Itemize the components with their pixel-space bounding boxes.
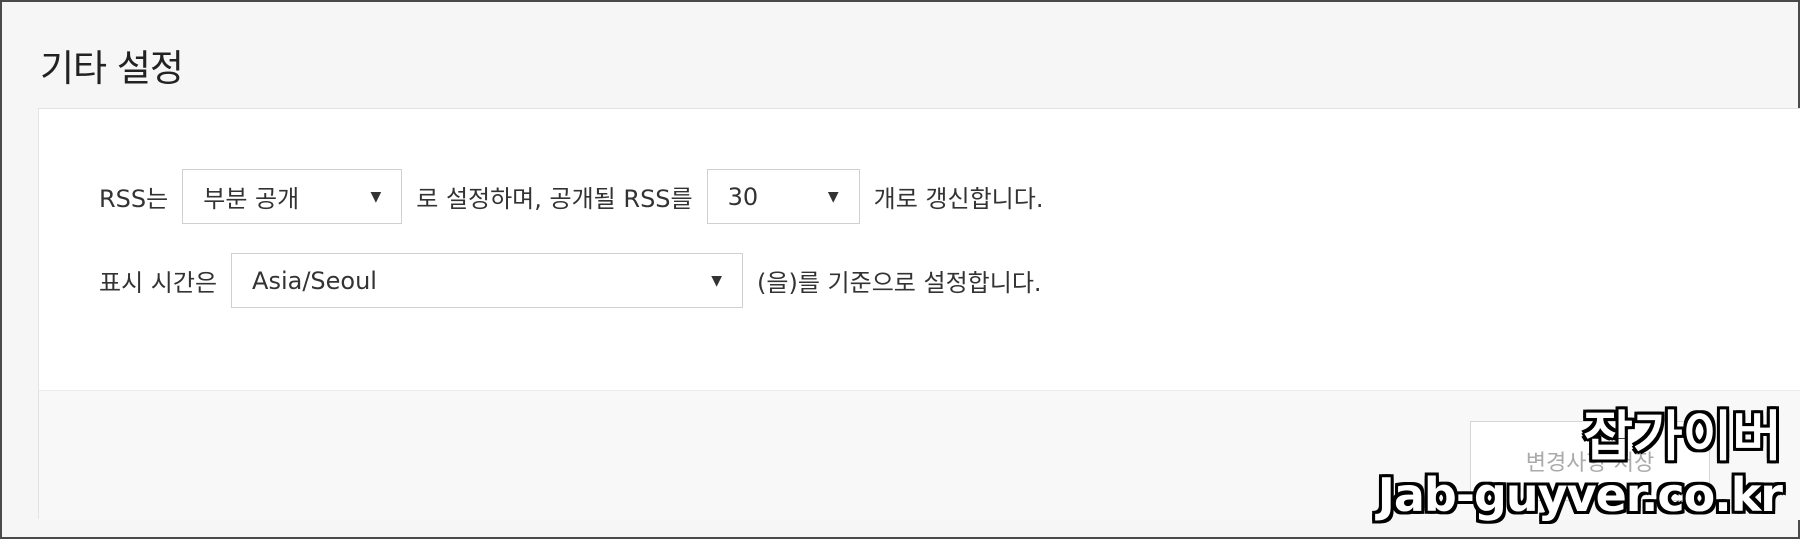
watermark-url: Jab-guyver.co.kr <box>1377 468 1783 522</box>
caret-down-icon: ▼ <box>370 188 382 205</box>
caret-down-icon: ▼ <box>711 272 723 289</box>
rss-visibility-select[interactable]: 부분 공개 ▼ <box>182 169 403 224</box>
rss-count-value: 30 <box>727 182 759 211</box>
rss-suffix-label: 개로 갱신합니다. <box>873 185 1044 213</box>
timezone-prefix-label: 표시 시간은 <box>99 269 218 297</box>
rss-count-select[interactable]: 30 ▼ <box>706 169 860 224</box>
timezone-suffix-label: (을)를 기준으로 설정합니다. <box>757 269 1042 297</box>
rss-setting-row: RSS는 부분 공개 ▼ 로 설정하며, 공개될 RSS를 30 ▼ 개로 갱신… <box>99 169 1043 224</box>
timezone-value: Asia/Seoul <box>252 266 377 295</box>
rss-prefix-label: RSS는 <box>99 185 169 213</box>
rss-visibility-value: 부분 공개 <box>203 185 300 213</box>
settings-panel: RSS는 부분 공개 ▼ 로 설정하며, 공개될 RSS를 30 ▼ 개로 갱신… <box>38 108 1800 520</box>
panel-footer: 변경사항 저장 <box>39 390 1800 520</box>
caret-down-icon: ▼ <box>827 188 839 205</box>
timezone-setting-row: 표시 시간은 Asia/Seoul ▼ (을)를 기준으로 설정합니다. <box>99 253 1042 308</box>
timezone-select[interactable]: Asia/Seoul ▼ <box>231 253 744 308</box>
rss-middle-label: 로 설정하며, 공개될 RSS를 <box>416 185 693 213</box>
save-changes-button[interactable]: 변경사항 저장 <box>1470 421 1710 501</box>
watermark-name: 잡가이버 <box>1583 405 1782 468</box>
page-title: 기타 설정 <box>40 47 184 90</box>
